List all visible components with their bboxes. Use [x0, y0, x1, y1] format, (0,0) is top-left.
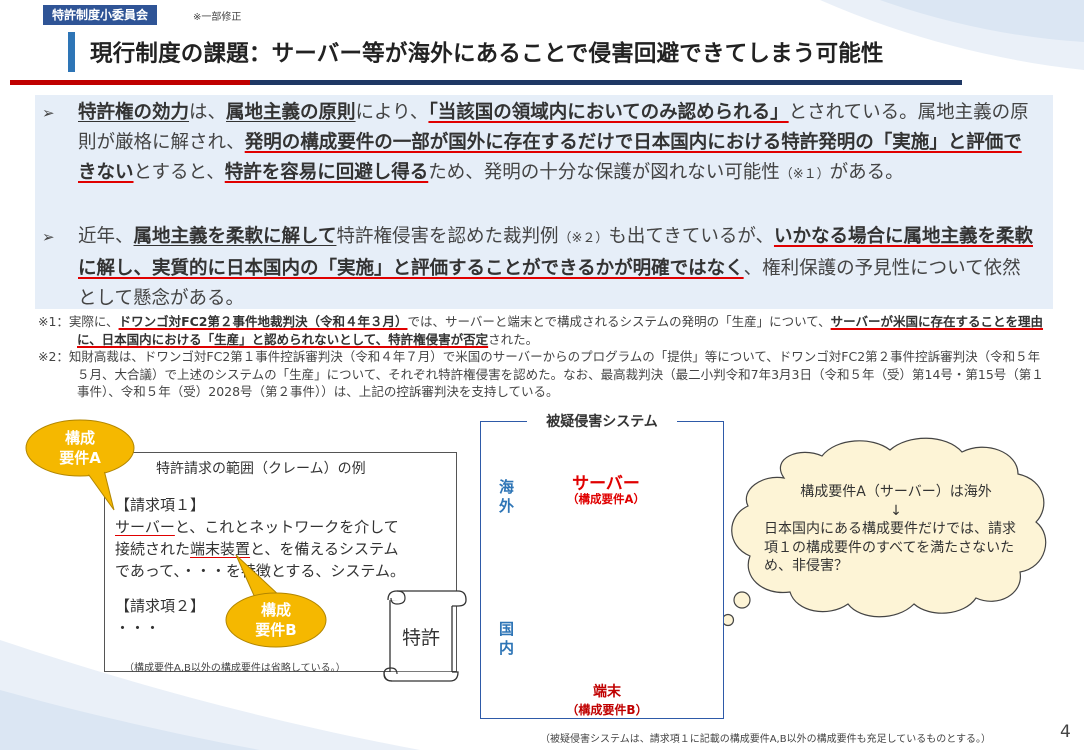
- note-segment: ドワンゴ対FC2第２事件地裁判決（令和４年３月）: [118, 314, 408, 329]
- patent-scroll-icon: [383, 590, 467, 682]
- claim-body: 【請求項１】 サーバーと、これとネットワークを介して 接続された端末装置と、を備…: [115, 494, 405, 639]
- bullet-text: 特許権の効力は、属地主義の原則により、「当該国の領域内においてのみ認められる」と…: [42, 98, 1037, 190]
- note-segment: では、サーバーと端末とで構成されるシステムの発明の「生産」について、: [407, 314, 831, 329]
- summary-box: [35, 95, 1053, 309]
- page-number: 4: [1060, 722, 1071, 742]
- claim-heading: 特許請求の範囲（クレーム）の例: [156, 461, 366, 477]
- claim-text: と、これとネットワークを介して: [174, 518, 399, 536]
- bullet-segment: 特許を容易に回避し得る: [224, 162, 429, 183]
- committee-tag: 特許制度小委員会: [43, 5, 158, 25]
- bullet-text: 近年、属地主義を柔軟に解して特許権侵害を認めた裁判例（※２）も出てきているが、い…: [42, 222, 1037, 314]
- bullet-segment: 属地主義の原則: [226, 102, 356, 123]
- note-segment: サーバーが米国に存在することを理由に、日本国内における「生産」と認められないとし…: [77, 314, 1044, 347]
- claim-line-3: であって、・・・を特徴とする、システム。: [115, 562, 405, 580]
- bullet-segment: 「当該国の領域内においてのみ認められる」: [428, 102, 789, 123]
- note-segment: された。: [488, 331, 539, 347]
- note-segment: ※2：知財高裁は、ドワンゴ対FC2第１事件控訴審判決（令和４年７月）で米国のサー…: [38, 349, 1044, 399]
- bullet-1: ➢ 特許権の効力は、属地主義の原則により、「当該国の領域内においてのみ認められる…: [42, 98, 1037, 190]
- server-sublabel: （構成要件A）: [567, 492, 645, 506]
- thought-line1: 構成要件A（サーバー）は海外: [800, 484, 992, 500]
- bullet-segment: は、: [189, 102, 227, 123]
- note-segment: ※1：実際に、: [38, 314, 119, 329]
- footer-note: （被疑侵害システムは、請求項１に記載の構成要件A,B以外の構成要件も充足している…: [540, 734, 991, 745]
- callout-a-line2: 要件A: [59, 449, 101, 467]
- bullet-segment: も出てきているが、: [608, 226, 774, 247]
- callout-b: 構成 要件B: [244, 600, 308, 640]
- claim-line-1: サーバーと、これとネットワークを介して: [115, 516, 405, 538]
- bullet-segment: 近年、: [78, 226, 134, 247]
- bullet-segment: とされている。属地主義の原則が厳格に解され、: [78, 102, 1029, 153]
- callout-a-line1: 構成: [64, 429, 95, 447]
- bullet-segment: 特許権の効力: [78, 102, 190, 123]
- claim-text: と、を備えるシステム: [250, 540, 399, 558]
- overseas-label: 海外: [499, 478, 515, 515]
- bullet-segment: ため、発明の十分な保護が図れない可能性: [428, 162, 780, 183]
- bullet-segment: （※２）: [558, 231, 609, 246]
- page-title: 現行制度の課題：サーバー等が海外にあることで侵害回避できてしまう可能性: [90, 41, 884, 67]
- suspected-system-frame: [480, 421, 724, 719]
- callout-a-shape: [25, 419, 135, 511]
- thought-text: 構成要件A（サーバー）は海外 ↓ 日本国内にある構成要件だけでは、請求項１の構成…: [764, 483, 1028, 576]
- note-2: ※2：知財高裁は、ドワンゴ対FC2第１事件控訴審判決（令和４年７月）で米国のサー…: [38, 348, 1048, 401]
- down-arrow-glyph: ↓: [890, 502, 902, 519]
- bullet-segment: 特許権侵害を認めた裁判例: [336, 226, 559, 247]
- claim-text: 接続された: [115, 540, 191, 558]
- bullet-segment: 発明の構成要件の一部が国外に存在するだけで日本国内における特許発明の「実施」と評…: [78, 132, 1022, 183]
- note-1: ※1：実際に、ドワンゴ対FC2第２事件地裁判決（令和４年３月）では、サーバーと端…: [38, 313, 1048, 348]
- callout-b-line1: 構成: [260, 601, 291, 619]
- callout-b-line2: 要件B: [255, 621, 297, 639]
- bullet-segment: とすると、: [133, 162, 225, 183]
- bullet-segment: 属地主義を柔軟に解して: [133, 226, 337, 247]
- title-rule-blue: [250, 80, 962, 85]
- claim-footnote: （構成要件A,B以外の構成要件は省略している。）: [124, 663, 346, 674]
- terminal-sublabel: （構成要件B）: [566, 703, 648, 717]
- patent-scroll-label: 特許: [402, 627, 441, 649]
- bullet-2: ➢ 近年、属地主義を柔軟に解して特許権侵害を認めた裁判例（※２）も出てきているが…: [42, 222, 1037, 314]
- bullet-segment: （※１）: [779, 167, 830, 182]
- footnotes: ※1：実際に、ドワンゴ対FC2第２事件地裁判決（令和４年３月）では、サーバーと端…: [38, 313, 1048, 401]
- title-accent-bar: [68, 32, 75, 72]
- server-term: サーバー: [115, 518, 175, 536]
- claim-dots: ・・・: [115, 619, 161, 637]
- title-rule-red: [10, 80, 250, 85]
- domestic-label: 国内: [499, 620, 515, 657]
- revision-note: ※一部修正: [193, 12, 242, 23]
- bullet-segment: 、権利保護の予見性について依然として懸念がある。: [78, 258, 1021, 309]
- server-label: サーバー: [572, 474, 640, 494]
- suspected-system-label: 被疑侵害システム: [527, 410, 677, 434]
- terminal-term: 端末装置: [190, 540, 251, 558]
- callout-a: 構成 要件A: [48, 428, 112, 468]
- thought-body: 日本国内にある構成要件だけでは、請求項１の構成要件のすべてを満たさないため、非侵…: [764, 521, 1016, 574]
- bullet-segment: により、: [355, 102, 429, 123]
- claim-item-1: 【請求項１】: [115, 496, 206, 514]
- claim-item-2: 【請求項２】: [115, 597, 206, 615]
- callout-b-shape: [225, 554, 327, 648]
- terminal-label: 端末: [593, 684, 621, 700]
- bullet-segment: がある。: [829, 162, 904, 183]
- bullet-segment: いかなる場合に属地主義を柔軟に解し、実質的に日本国内の「実施」と評価することがで…: [78, 226, 1033, 279]
- bullet-marker: ➢: [42, 104, 55, 122]
- claim-line-2: 接続された端末装置と、を備えるシステム: [115, 538, 405, 560]
- bullet-marker: ➢: [42, 228, 55, 246]
